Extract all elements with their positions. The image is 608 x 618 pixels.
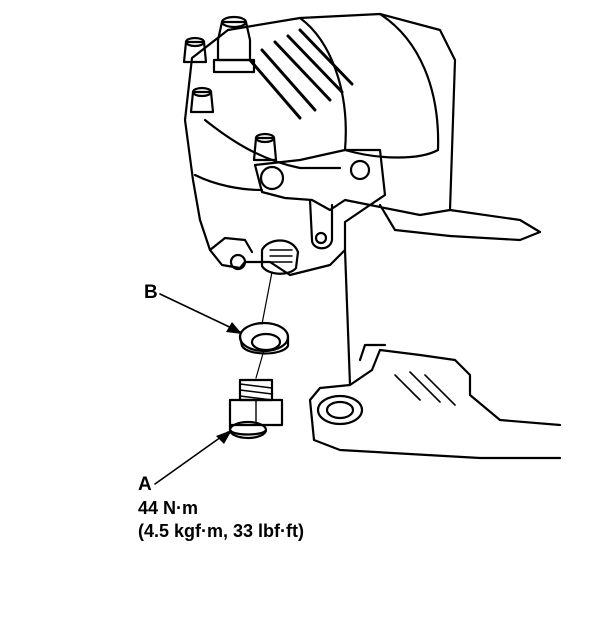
bolt-left-lower — [189, 86, 215, 114]
bracket — [253, 148, 387, 250]
torque-spec: 44 N·m — [138, 498, 199, 518]
bolt-bracket — [252, 132, 278, 162]
callout-a: A — [138, 474, 152, 495]
bolt-left-upper — [182, 36, 208, 64]
arrowhead-a — [216, 430, 232, 444]
leader-line-a — [154, 431, 229, 485]
sealing-washer — [238, 321, 290, 355]
leader-arrows — [154, 293, 241, 485]
leader-line-b — [159, 293, 241, 333]
drain-plug — [228, 378, 284, 440]
arrowheads — [216, 322, 242, 444]
transmission-case — [183, 12, 542, 277]
arrowhead-b — [226, 322, 242, 334]
bolt-top — [212, 15, 256, 74]
torque-spec-alternate: (4.5 kgf·m, 33 lbf·ft) — [138, 521, 305, 541]
alignment-lines — [255, 271, 273, 379]
lower-housing — [308, 248, 562, 460]
callout-b: B — [144, 282, 158, 303]
